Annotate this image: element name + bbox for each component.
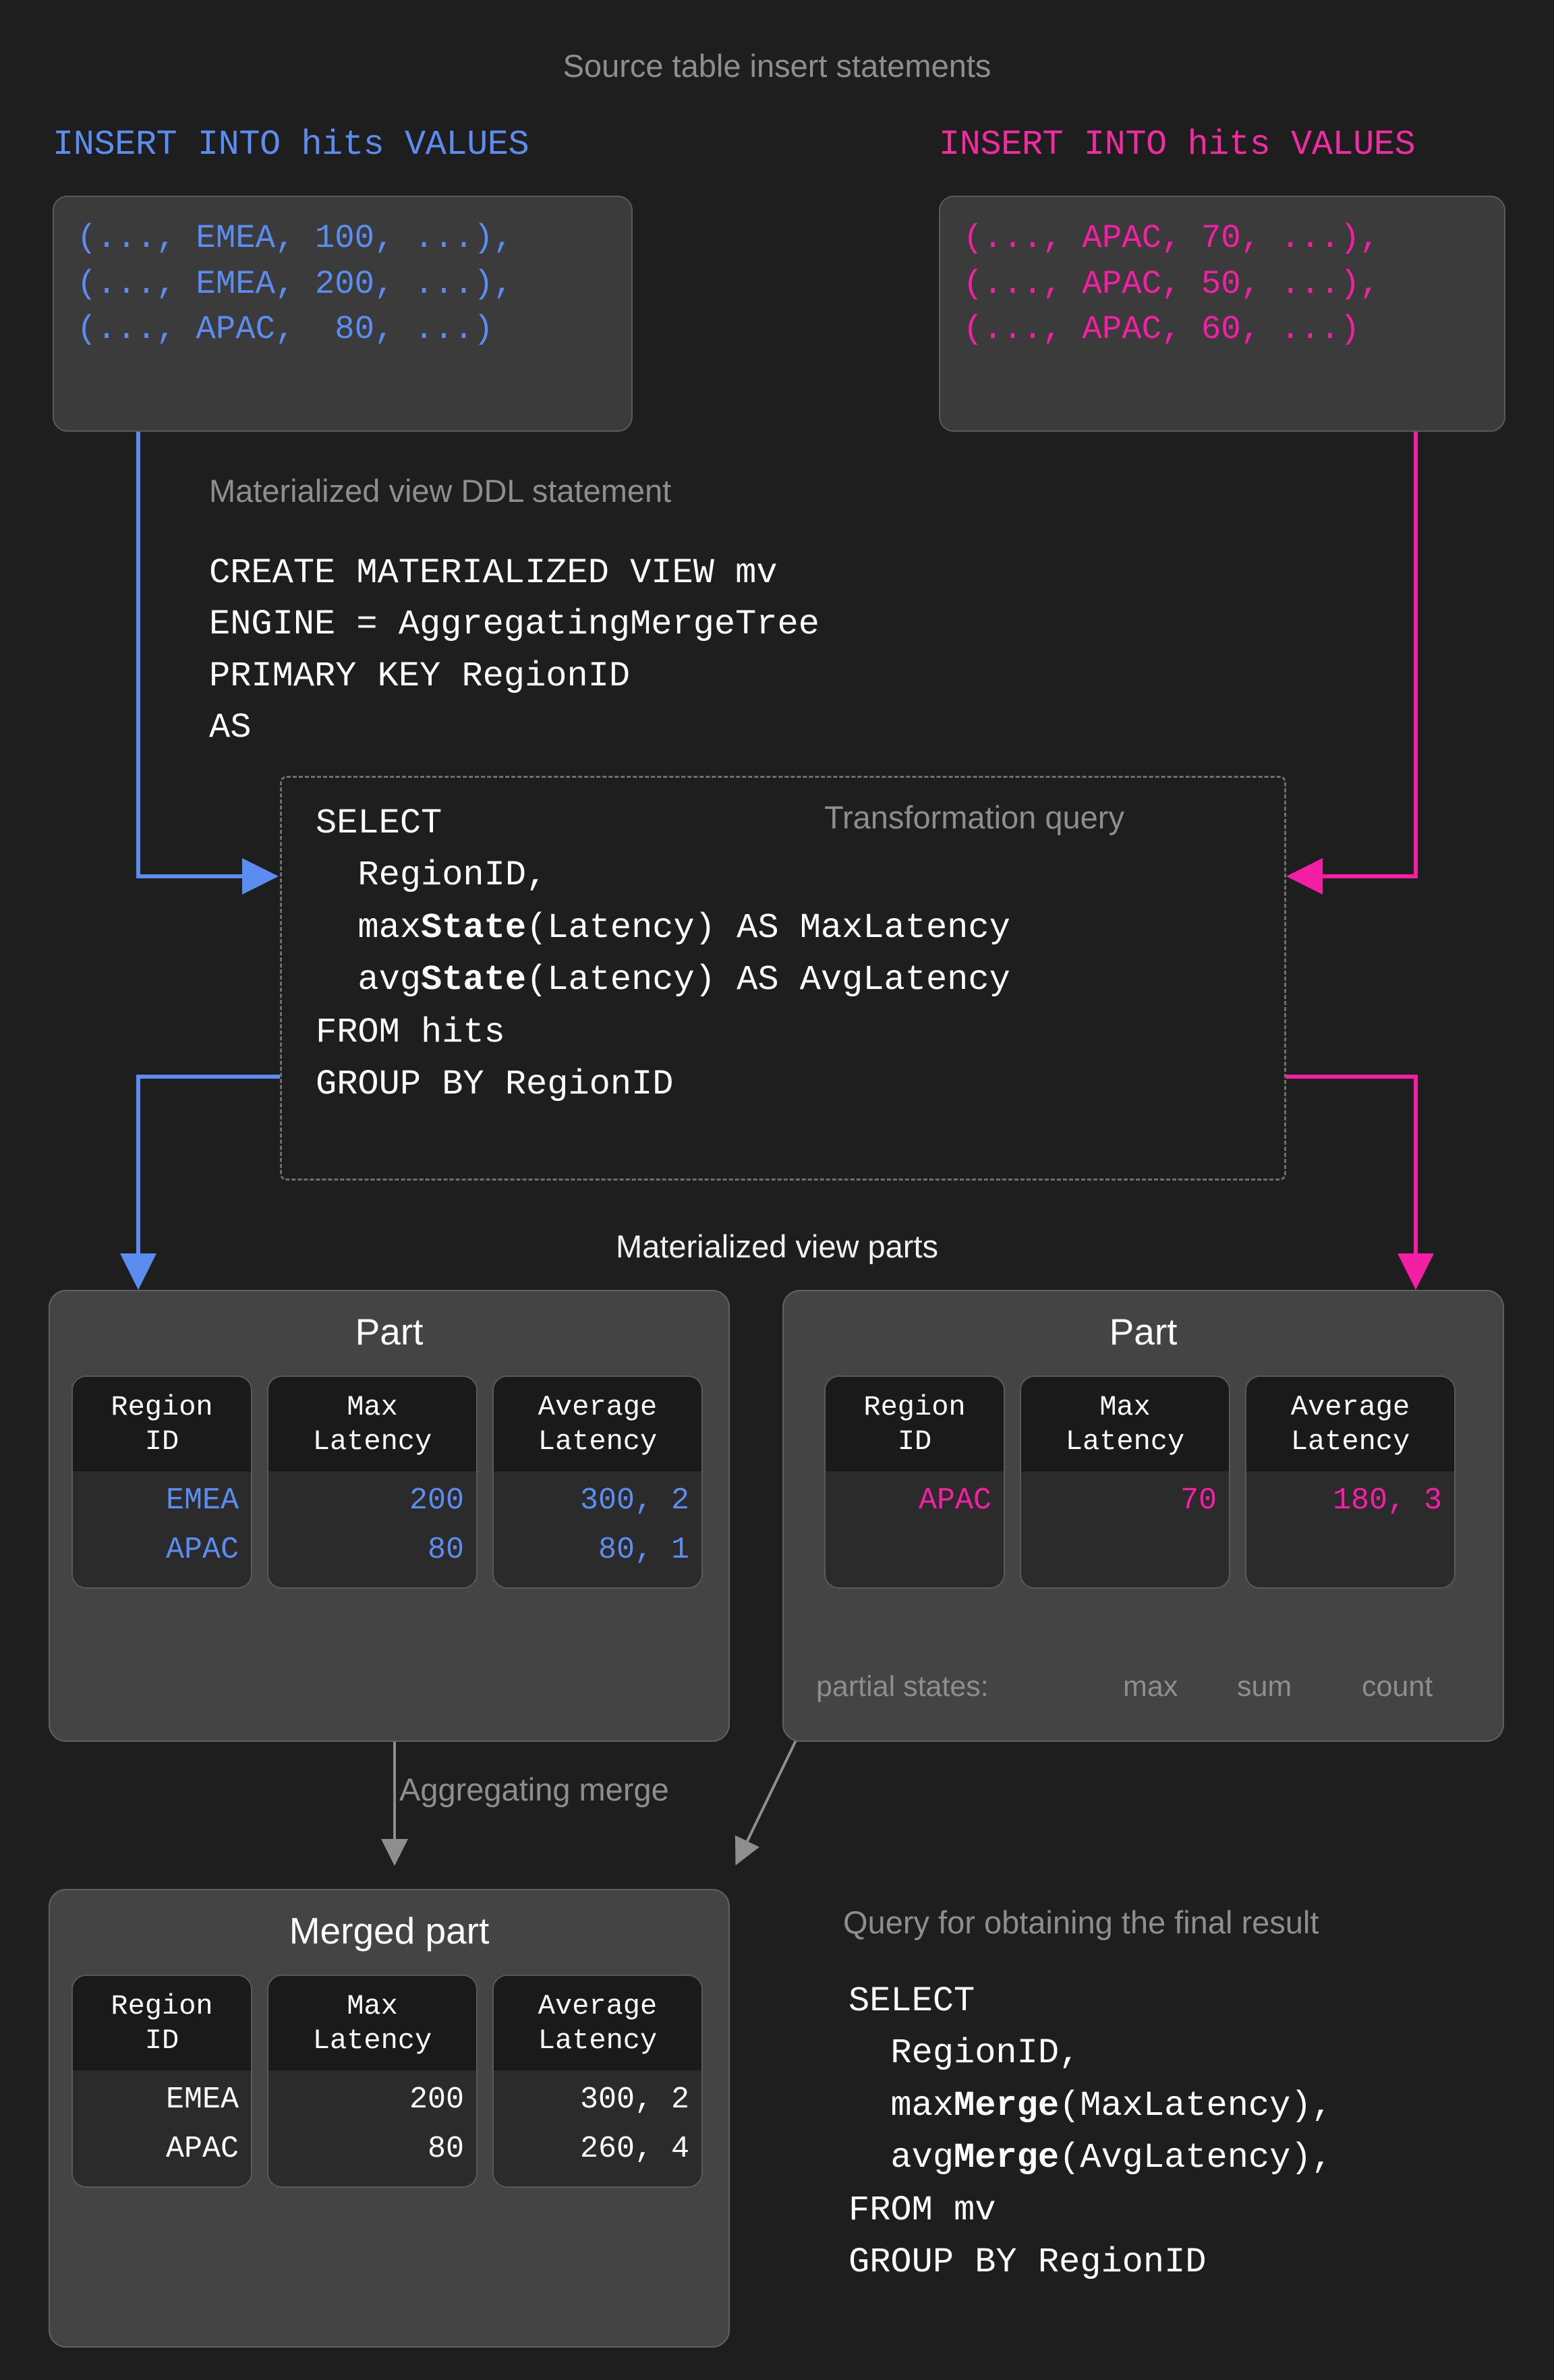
partial-state-count: count [1362, 1670, 1433, 1703]
right-insert-row: (..., APAC, 50, ...), [963, 264, 1380, 303]
cell: 80, 1 [598, 1533, 689, 1568]
column-header: Average Latency [494, 1377, 701, 1472]
transformation-query-box [280, 776, 1286, 1181]
merged-part-title: Merged part [289, 1910, 490, 1952]
merged-part: Merged part Region ID EMEA APAC Max Late… [49, 1889, 730, 2348]
fq-line: SELECT [848, 1981, 975, 2021]
column-average-latency: Average Latency 300, 2 260, 4 [492, 1975, 703, 2188]
ddl-line: CREATE MATERIALIZED VIEW mv [209, 553, 778, 593]
column-header: Region ID [73, 1377, 251, 1472]
wire-right-insert-to-query [1286, 418, 1418, 895]
right-insert-row: (..., APAC, 60, ...) [963, 310, 1360, 349]
transformation-query-title: Transformation query [824, 799, 1124, 835]
transformation-query-code: SELECT RegionID, maxState(Latency) AS Ma… [316, 797, 1010, 1111]
cell: APAC [165, 2132, 239, 2167]
final-query-title: Query for obtaining the final result [843, 1904, 1319, 1940]
tq-line: avgState(Latency) AS AvgLatency [316, 960, 1010, 1000]
partial-states-label: partial states: [816, 1670, 989, 1703]
cell: APAC [165, 1533, 239, 1568]
tq-line: maxState(Latency) AS MaxLatency [316, 907, 1010, 948]
cell: 300, 2 [579, 1483, 689, 1519]
cell: 80 [427, 2132, 464, 2167]
fq-line: FROM mv [848, 2190, 996, 2230]
part-title: Part [355, 1311, 424, 1353]
cell: 300, 2 [579, 2082, 689, 2118]
tq-line: GROUP BY RegionID [316, 1065, 674, 1105]
ddl-line: ENGINE = AggregatingMergeTree [209, 604, 819, 645]
part-title: Part [1109, 1311, 1178, 1353]
fq-line: GROUP BY RegionID [848, 2242, 1207, 2283]
cell: EMEA [165, 2082, 239, 2118]
left-insert-row: (..., EMEA, 100, ...), [77, 219, 513, 257]
column-header: Average Latency [494, 1976, 701, 2071]
column-max-latency: Max Latency 200 80 [267, 1975, 478, 2188]
ddl-line: AS [209, 708, 252, 748]
fq-line: maxMerge(MaxLatency), [848, 2085, 1333, 2126]
fq-line: avgMerge(AvgLatency), [848, 2138, 1333, 2178]
column-max-latency: Max Latency 70 [1020, 1376, 1230, 1589]
column-region-id: Region ID EMEA APAC [71, 1376, 252, 1589]
aggregating-merge-label: Aggregating merge [399, 1772, 669, 1807]
column-header: Max Latency [1021, 1377, 1229, 1472]
left-insert-box: (..., EMEA, 100, ...), (..., EMEA, 200, … [53, 196, 633, 432]
column-header: Max Latency [268, 1976, 476, 2071]
column-average-latency: Average Latency 300, 2 80, 1 [492, 1376, 703, 1589]
column-region-id: Region ID EMEA APAC [71, 1975, 252, 2188]
column-header: Region ID [73, 1976, 251, 2071]
column-max-latency: Max Latency 200 80 [267, 1376, 478, 1589]
mv-parts-title: Materialized view parts [615, 1228, 938, 1264]
column-header: Region ID [826, 1377, 1004, 1472]
cell: 260, 4 [579, 2132, 689, 2167]
right-insert-row: (..., APAC, 70, ...), [963, 219, 1380, 257]
column-region-id: Region ID APAC [824, 1376, 1005, 1589]
partial-state-max: max [1123, 1670, 1178, 1703]
cell: 200 [409, 1483, 464, 1519]
ddl-line: PRIMARY KEY RegionID [209, 656, 631, 696]
ddl-section-title: Materialized view DDL statement [209, 473, 672, 509]
left-insert-row: (..., EMEA, 200, ...), [77, 264, 513, 303]
column-header: Average Latency [1246, 1377, 1454, 1472]
cell: 200 [409, 2082, 464, 2118]
tq-line: SELECT [316, 803, 442, 843]
cell: APAC [918, 1483, 991, 1519]
partial-state-sum: sum [1237, 1670, 1292, 1703]
right-insert-box: (..., APAC, 70, ...), (..., APAC, 50, ..… [939, 196, 1505, 432]
right-insert-header: INSERT INTO hits VALUES [939, 125, 1416, 165]
ddl-statement: CREATE MATERIALIZED VIEW mv ENGINE = Agg… [209, 548, 819, 754]
fq-line: RegionID, [848, 2033, 1081, 2074]
wire-right-part-to-merged [735, 1740, 797, 1866]
tq-line: FROM hits [316, 1012, 505, 1052]
tq-line: RegionID, [316, 855, 548, 896]
final-query-code: SELECT RegionID, maxMerge(MaxLatency), a… [848, 1975, 1333, 2289]
source-section-title: Source table insert statements [563, 48, 991, 84]
cell: 80 [427, 1533, 464, 1568]
mv-part-left: Part Region ID EMEA APAC Max Latency 200… [49, 1290, 730, 1742]
mv-part-right: Part Region ID APAC Max Latency 70 Avera… [782, 1290, 1504, 1742]
column-header: Max Latency [268, 1377, 476, 1472]
cell: 180, 3 [1332, 1483, 1442, 1519]
cell: 70 [1180, 1483, 1217, 1519]
column-average-latency: Average Latency 180, 3 [1245, 1376, 1456, 1589]
left-insert-row: (..., APAC, 80, ...) [77, 310, 494, 349]
left-insert-header: INSERT INTO hits VALUES [53, 125, 529, 165]
cell: EMEA [165, 1483, 239, 1519]
